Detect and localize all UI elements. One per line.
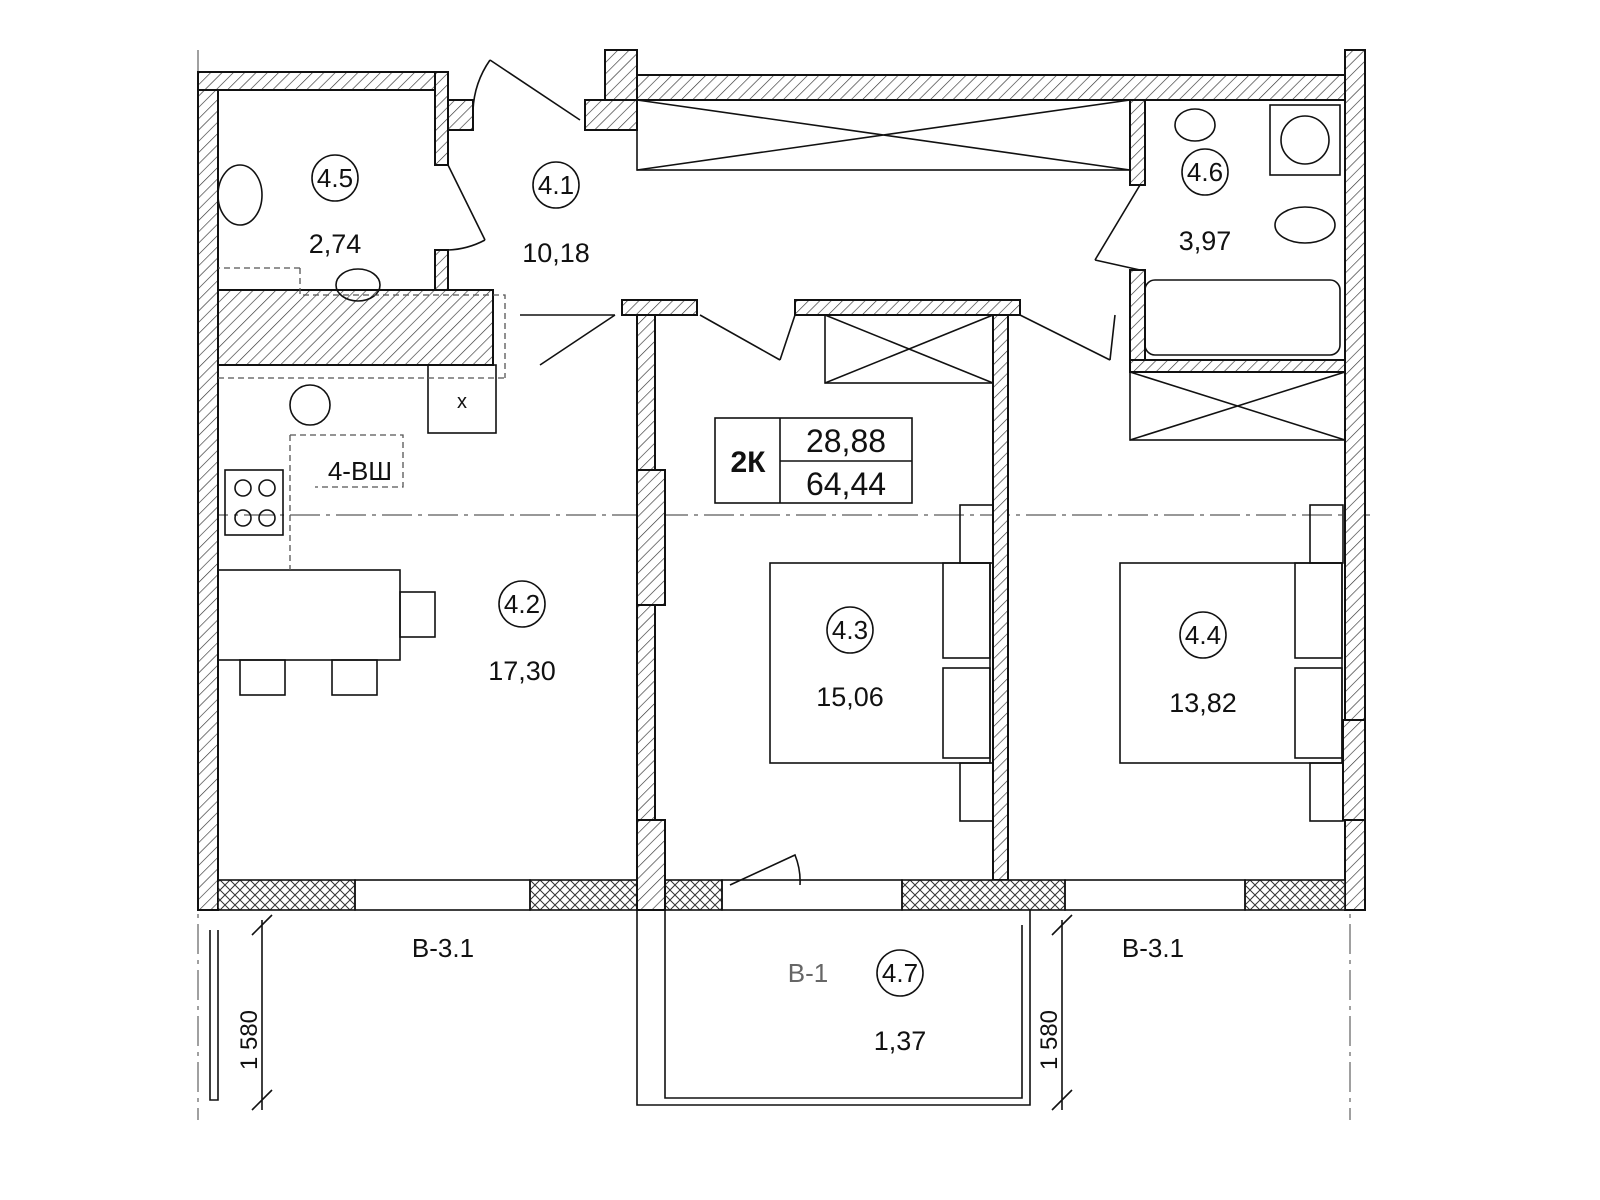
room-area: 10,18 [522,238,590,268]
room-4-5: 4.5 2,74 [309,154,362,259]
room-number: 4.2 [504,589,540,619]
neighbor-wall [209,930,219,1101]
room-number: 4.3 [832,615,868,645]
walls [197,49,1366,911]
room-area: 3,97 [1179,226,1232,256]
dimension-right: 1 580 [1036,914,1073,1111]
shafts [427,99,1346,441]
room-4-7: 4.7 1,37 [874,949,927,1056]
balcony-outline [636,910,1031,1106]
shaft-label: 4-ВШ [328,456,392,486]
room-area: 15,06 [816,682,884,712]
furniture [217,104,1344,822]
shaft-mark: x [457,391,467,413]
room-area: 13,82 [1169,688,1237,718]
room-4-4: 4.4 13,82 [1169,611,1237,718]
room-number: 4.6 [1187,157,1223,187]
svg-text:1 580: 1 580 [1036,1010,1063,1070]
room-4-2: 4.2 17,30 [488,580,556,686]
window-label-right: В-3.1 [1122,933,1184,963]
room-number: 4.4 [1185,620,1221,650]
apartment-summary: 2К 28,88 64,44 [714,417,913,504]
exterior-wall [217,469,1346,911]
dimension-left: 1 580 [236,914,273,1111]
apartment-type: 2К [731,446,767,479]
svg-text:1 580: 1 580 [236,1010,263,1070]
total-area: 64,44 [806,466,886,502]
room-area: 1,37 [874,1026,927,1056]
room-area: 2,74 [309,229,362,259]
room-number: 4.5 [317,163,353,193]
room-area: 17,30 [488,656,556,686]
doors[interactable] [447,59,1141,886]
room-4-1: 4.1 10,18 [522,161,590,268]
room-number: 4.7 [882,958,918,988]
balcony-door-label: В-1 [788,958,828,988]
room-number: 4.1 [538,170,574,200]
living-area: 28,88 [806,423,886,459]
room-4-6: 4.6 3,97 [1179,148,1232,256]
room-4-3: 4.3 15,06 [816,606,884,712]
window-label-left: В-3.1 [412,933,474,963]
